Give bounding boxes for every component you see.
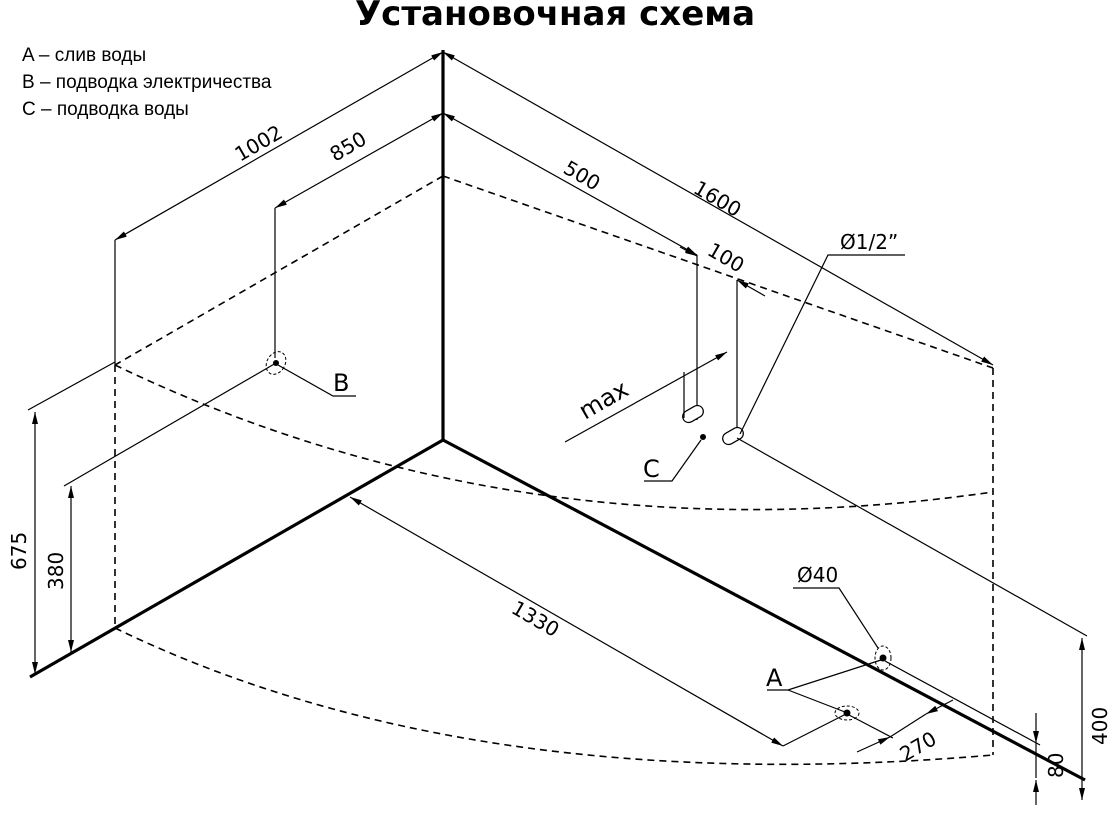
svg-text:B: B	[333, 369, 349, 397]
svg-text:100: 100	[704, 238, 749, 278]
walls	[29, 50, 1086, 782]
drain-diameter-callout: Ø40	[793, 563, 879, 649]
dimension-1330: 1330	[349, 496, 849, 747]
point-a-callout: A	[766, 645, 892, 721]
pipe-diameter-callout: Ø1/2”	[739, 230, 905, 435]
dimension-1600: 1600	[442, 51, 994, 366]
svg-text:500: 500	[560, 156, 605, 196]
dimension-500: 500	[442, 112, 738, 432]
svg-text:Ø1/2”: Ø1/2”	[840, 230, 898, 254]
svg-text:380: 380	[44, 552, 68, 590]
bathtub-outline	[114, 175, 994, 766]
svg-text:1002: 1002	[231, 120, 287, 166]
svg-text:max: max	[574, 375, 633, 425]
dimension-1002: 1002	[114, 51, 444, 365]
svg-text:675: 675	[7, 532, 31, 570]
dimension-380: 380	[44, 362, 277, 652]
dimension-400: 400	[736, 437, 1110, 800]
svg-text:400: 400	[1088, 707, 1110, 745]
dimension-675: 675	[7, 361, 116, 674]
svg-text:1330: 1330	[508, 596, 564, 642]
svg-text:80: 80	[1044, 753, 1068, 778]
water-supply-pipes	[682, 404, 744, 446]
svg-text:A: A	[766, 664, 783, 692]
point-c-callout: C	[643, 439, 702, 483]
dimension-100: 100	[679, 238, 766, 297]
dimension-max: max	[564, 351, 728, 443]
dimension-270: 270	[848, 660, 1041, 766]
svg-text:C: C	[643, 455, 660, 483]
diagram-title: Установочная схема	[354, 0, 756, 34]
dimension-80: 80	[1033, 713, 1068, 805]
svg-text:Ø40: Ø40	[797, 563, 838, 587]
dimension-850: 850	[274, 112, 444, 358]
svg-text:1600: 1600	[690, 176, 746, 222]
svg-text:850: 850	[326, 126, 371, 166]
point-b-callout: B	[265, 351, 356, 397]
